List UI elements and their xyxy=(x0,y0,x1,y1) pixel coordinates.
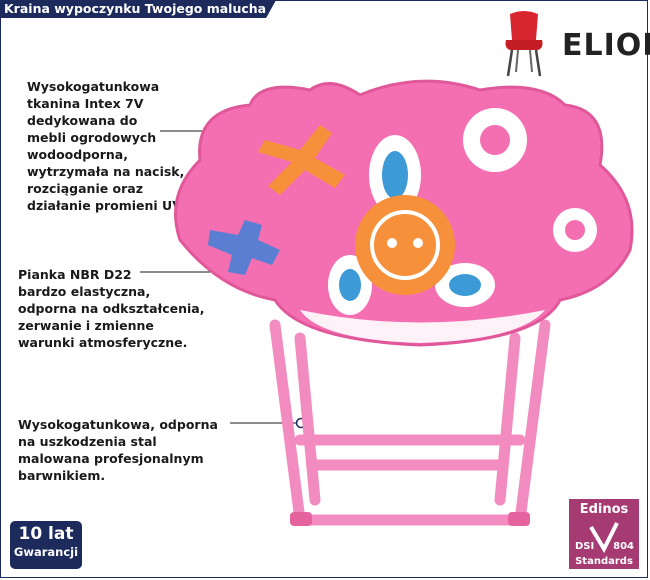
brand-name: ELIOR xyxy=(562,28,650,63)
warranty-label: Gwarancji xyxy=(13,545,79,559)
seat-cushion xyxy=(300,310,545,343)
chair-feet xyxy=(290,512,530,526)
callout-foam: Pianka NBR D22 bardzo elastyczna, odporn… xyxy=(18,267,205,350)
certificate-title: Edinos xyxy=(579,502,629,517)
brand-logo xyxy=(505,11,543,77)
warranty-years: 10 lat xyxy=(18,524,74,544)
warranty-badge: 10 lat Gwarancji xyxy=(10,521,82,569)
orange-cross-decoration xyxy=(258,125,345,195)
page-title: Kraina wypoczynku Twojego malucha xyxy=(0,0,276,18)
white-flower-small xyxy=(553,208,597,252)
white-flower-right xyxy=(463,108,527,172)
blue-cross-decoration xyxy=(208,220,280,275)
certificate-badge: Edinos DSI 804 Standards xyxy=(569,499,639,569)
certificate-check-icon xyxy=(589,522,619,553)
callout-fabric: Wysokogatunkowa tkanina Intex 7V dedykow… xyxy=(27,79,186,213)
certificate-dsi: DSI xyxy=(575,541,595,552)
center-flower xyxy=(328,135,495,315)
chair-frame xyxy=(269,319,551,526)
certificate-standard: Standards xyxy=(575,556,633,567)
certificate-number: 804 xyxy=(613,541,634,552)
callout-steel: Wysokogatunkowa, odporna na uszkodzenia … xyxy=(18,417,218,483)
moon-chair-illustration xyxy=(174,79,634,526)
chair-logo-icon xyxy=(505,11,543,77)
